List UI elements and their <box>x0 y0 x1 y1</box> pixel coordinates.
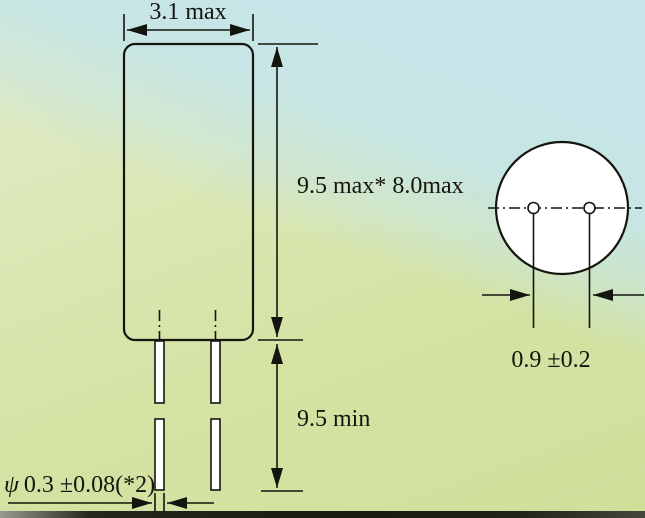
psi-symbol: ψ <box>4 472 20 498</box>
lead-spacing-label: 0.9 ±0.2 <box>511 347 590 373</box>
end-view: 0.9 ±0.2 <box>482 140 644 373</box>
lead-diameter-value: 0.3 ±0.08(*2) <box>24 472 155 498</box>
lead-right-upper <box>210 340 221 404</box>
lead-length-label: 9.5 min <box>297 406 370 432</box>
lead-right-lower <box>210 418 221 491</box>
bottom-edge-strip <box>0 511 645 518</box>
body-width-label: 3.1 max <box>149 0 226 25</box>
lead-hole-left <box>527 201 540 215</box>
lead-left-upper <box>154 340 165 404</box>
crystal-body-outline <box>122 42 255 342</box>
body-height-label: 9.5 max* 8.0max <box>297 173 464 199</box>
lead-left-lower <box>154 418 165 491</box>
lead-hole-right <box>583 201 596 215</box>
